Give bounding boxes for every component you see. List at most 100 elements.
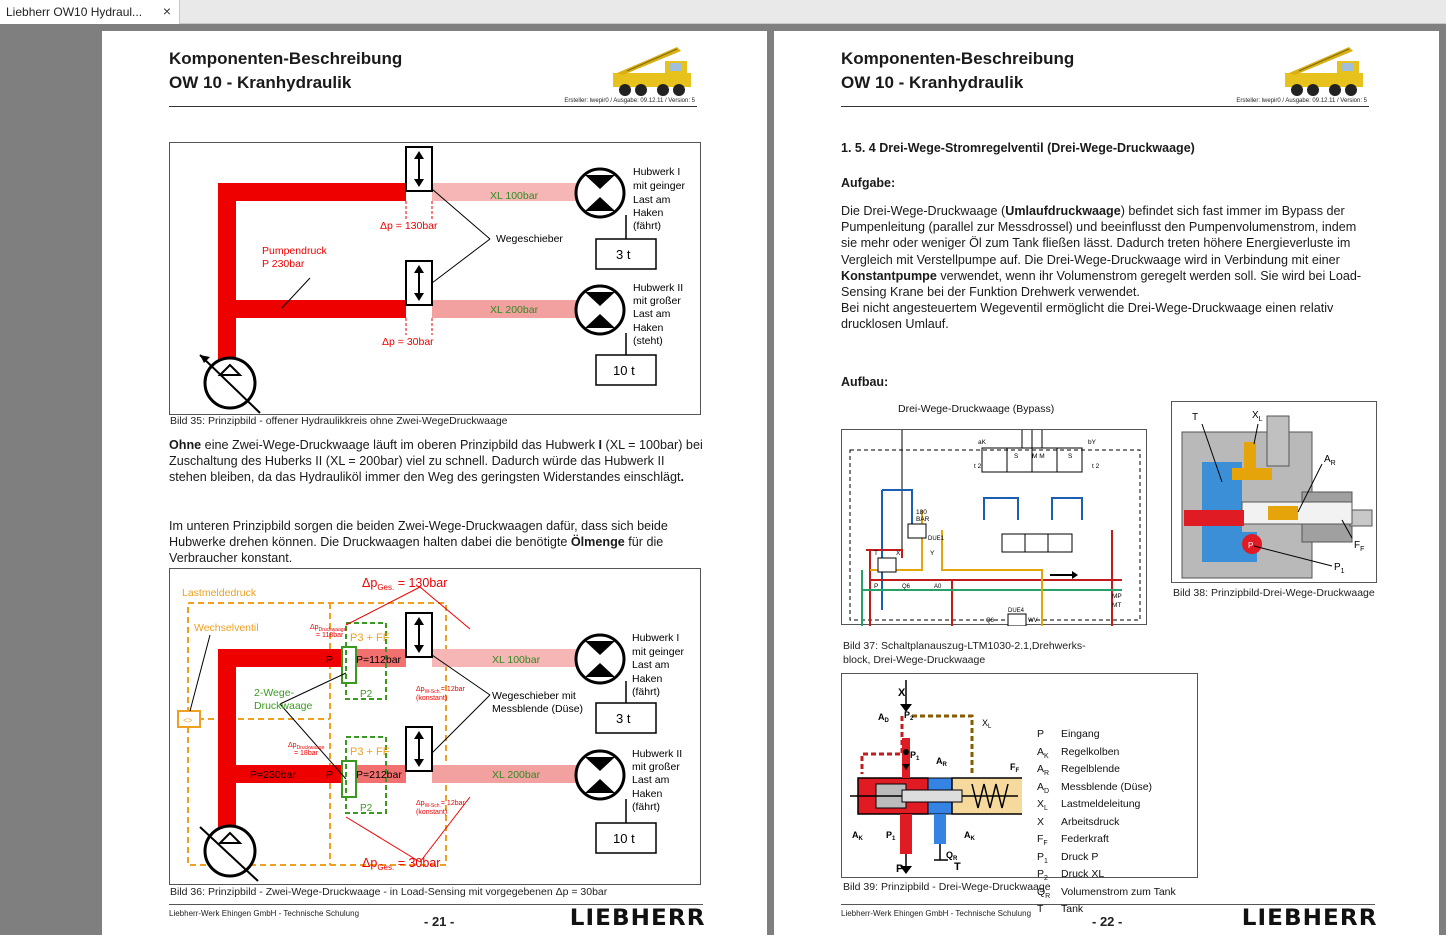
svg-text:P1: P1 [1334,562,1345,575]
footer-divider [841,904,1375,905]
header-meta: Ersteller: lwepir0 / Ausgabe: 09.12.11 /… [1236,98,1367,104]
svg-text:P: P [896,863,903,875]
svg-text:MP: MP [1112,593,1122,600]
load1-label: 3 t [616,247,631,262]
p112-label: P=112bar [356,654,402,666]
figure-37-caption: Bild 37: Schaltplanauszug-LTM1030-2.1,Dr… [843,640,1086,666]
hubwerk2-l2: mit großer [633,295,681,307]
svg-text:Hubwerk II: Hubwerk II [632,748,682,760]
p2-upper: P2 [360,689,373,700]
aufbau-heading: Aufbau: [841,375,889,389]
svg-text:T: T [874,550,878,557]
load2-label: 10 t [613,363,635,378]
xl2-label: XL 200bar [490,304,539,316]
paragraph-2: Im unteren Prinzipbild sorgen die beiden… [169,519,668,566]
header-divider [169,106,697,107]
dp-dw1-value: = 118bar [316,632,344,639]
dp1-label: Δp = 130bar [380,220,438,232]
svg-text:DUE4: DUE4 [1008,608,1025,614]
svg-text:aK: aK [978,439,987,446]
dpw2-label: ΔpW-Sch.= 12bar [416,800,465,809]
page-title-line2: OW 10 - Kranhydraulik [841,73,1024,92]
svg-text:P1: P1 [886,830,896,842]
dpw1-label: ΔpW-Sch.= 12bar [416,686,465,695]
p2-lower: P2 [360,803,373,814]
aufgabe-heading: Aufgabe: [841,176,896,190]
svg-text:M M: M M [1032,453,1045,460]
svg-text:t 2: t 2 [1092,463,1100,470]
crane-logo [613,47,691,96]
document-tab[interactable]: Liebherr OW10 Hydraul... × [0,0,180,24]
svg-text:WV: WV [1028,618,1038,624]
footer-company: Liebherr-Werk Ehingen GmbH - Technische … [841,909,1032,918]
wegeschieber-messblende-l1: Wegeschieber mit [492,690,576,702]
svg-text:T: T [1192,412,1198,423]
svg-text:X: X [898,687,906,699]
page-21: Komponenten-Beschreibung OW 10 - Kranhyd… [102,31,767,935]
hubwerk2-l4: Haken [633,322,664,334]
liebherr-logo: LIEBHERR [569,906,706,931]
p-lower: P [326,769,333,781]
dp-ges1-label: ΔpGes. = 130bar [362,576,447,592]
page-number: - 22 - [1092,914,1123,929]
paragraph-1: Ohne eine Zwei-Wege-Druckwaage läuft im … [169,438,703,485]
lastmeldedruck-label: Lastmeldedruck [182,587,257,599]
svg-text:MT: MT [1112,602,1121,609]
page-22: Komponenten-Beschreibung OW 10 - Kranhyd… [774,31,1439,935]
header-meta: Ersteller: lwepir0 / Ausgabe: 09.12.11 /… [564,98,695,104]
dp2-label: Δp = 30bar [382,336,434,348]
hubwerk1-l1: Hubwerk I [633,166,680,178]
figure-35-diagram: XL 100bar XL 200bar Δp = 130bar Δp = 30b… [199,146,685,414]
page-title-line1: Komponenten-Beschreibung [169,49,403,68]
figure-38-caption: Bild 38: Prinzipbild-Drei-Wege-Druckwaag… [1173,587,1375,599]
svg-text:X: X [896,550,901,557]
dp-ges2-label: ΔpGes. = 30bar [362,856,440,872]
svg-text:XL: XL [1252,410,1263,423]
tab-bar: Liebherr OW10 Hydraul... × [0,0,1446,24]
svg-text:Q6: Q6 [902,584,911,590]
figure-36-caption: Bild 36: Prinzipbild - Zwei-Wege-Druckwa… [170,886,608,898]
konstant2-label: (konstant) [416,809,447,816]
aufgabe-text: Die Drei-Wege-Druckwaage (Umlaufdruckwaa… [841,204,1362,332]
hubwerk2-l3: Last am [633,308,671,320]
svg-text:P: P [1248,541,1253,550]
svg-text:180: 180 [916,509,927,516]
svg-text:AR: AR [1324,454,1336,467]
svg-text:<>: <> [183,716,193,725]
wechselventil-label: Wechselventil [194,622,259,634]
svg-text:Haken: Haken [632,673,663,685]
svg-text:S: S [1014,453,1019,460]
dp-dw2-label: ΔpDruckwaage [288,742,325,751]
footer-company: Liebherr-Werk Ehingen GmbH - Technische … [169,909,360,918]
close-icon[interactable]: × [162,3,171,19]
hubwerk2-l1: Hubwerk II [633,282,683,294]
svg-text:Haken: Haken [632,788,663,800]
svg-text:FF: FF [1010,762,1020,774]
p-upper: P [326,654,333,666]
p3pf-upper: P3 + FF [350,632,390,644]
fig36-load1: 3 t [616,711,631,726]
figure-37: aK bY S M M S t 2 t 2 180 BAR DUE1 T X Y… [841,429,1147,627]
svg-text:AD: AD [878,712,890,724]
fig37-title: Drei-Wege-Druckwaage (Bypass) [898,403,1055,415]
fig36-load2: 10 t [613,831,635,846]
svg-text:(fährt): (fährt) [632,686,660,698]
hubwerk1-l5: (fährt) [633,220,661,232]
fig36-xl1-label: XL 100bar [492,654,541,666]
svg-text:P2: P2 [904,710,914,722]
svg-text:XL: XL [982,718,992,730]
svg-text:FF: FF [1354,540,1364,553]
p230-label: P=230bar [250,769,296,781]
svg-text:DUE1: DUE1 [928,536,945,542]
svg-text:A0: A0 [934,584,942,590]
p3pf-lower: P3 + FF [350,746,390,758]
